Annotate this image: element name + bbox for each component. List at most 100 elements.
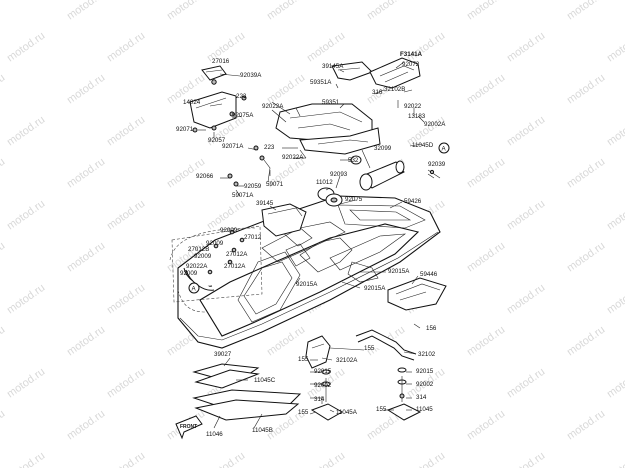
svg-text:A: A	[192, 286, 197, 293]
watermark-text: motod.ru	[65, 72, 107, 107]
cap-part-27016	[201, 65, 227, 85]
part-label: 11045	[416, 406, 433, 413]
part-label: 92039A	[240, 72, 262, 79]
pole-handle-part	[331, 57, 421, 89]
watermark-text: motod.ru	[505, 450, 547, 468]
watermark-text: motod.ru	[465, 324, 507, 359]
part-label: 92059	[244, 183, 262, 190]
part-label: 11045B	[252, 427, 273, 434]
part-label: 92075	[345, 196, 363, 203]
watermark-text: motod.ru	[0, 408, 7, 443]
part-label: 92002	[314, 382, 332, 389]
part-label: 27012A	[224, 263, 246, 270]
watermark-text: motod.ru	[105, 198, 147, 233]
post-32102a	[305, 335, 331, 369]
part-label: 27012B	[188, 246, 209, 253]
watermark-text: motod.ru	[605, 450, 625, 468]
part-labels: 2701692039A1402422392075A920719205739145…	[176, 58, 446, 438]
watermark-text: motod.ru	[605, 282, 625, 317]
part-label: 13183	[408, 113, 426, 120]
watermark-text: motod.ru	[65, 0, 107, 22]
part-label: 59351A	[310, 79, 332, 86]
svg-text:FRONT: FRONT	[180, 424, 197, 430]
watermark-text: motod.ru	[565, 72, 607, 107]
watermark-text: motod.ru	[5, 198, 47, 233]
watermark-text: motod.ru	[505, 366, 547, 401]
part-label: 32099	[374, 145, 392, 152]
part-label: 27016	[212, 58, 230, 65]
watermark-text: motod.ru	[305, 30, 347, 65]
watermark-text: motod.ru	[505, 114, 547, 149]
svg-text:A: A	[442, 146, 447, 153]
watermark-text: motod.ru	[5, 366, 47, 401]
part-label: 92009	[180, 270, 198, 277]
part-label: 314	[314, 396, 325, 403]
part-label: 92002A	[424, 121, 446, 128]
part-label: 92002	[416, 381, 434, 388]
watermark-text: motod.ru	[265, 324, 307, 359]
plate-59446	[387, 277, 447, 311]
part-label: 59446	[420, 271, 438, 278]
watermark-text: motod.ru	[105, 114, 147, 149]
callout-a-top: A	[427, 142, 450, 179]
tube-32099	[359, 160, 405, 191]
part-label: 11045A	[336, 409, 358, 416]
part-label: 92057	[208, 137, 226, 144]
part-label: 27012	[244, 234, 262, 241]
bumper-rails	[192, 363, 302, 421]
watermark-text: motod.ru	[565, 156, 607, 191]
watermark-text: motod.ru	[65, 408, 107, 443]
watermark-text: motod.ru	[565, 0, 607, 22]
watermark-text: motod.ru	[465, 240, 507, 275]
part-label: 92039	[428, 161, 446, 168]
part-label: 11046	[206, 431, 223, 438]
watermark-text: motod.ru	[65, 156, 107, 191]
part-label: 92015	[314, 368, 332, 375]
part-label: 92071	[176, 126, 194, 133]
part-label: 11012	[316, 179, 333, 186]
fitting-11012	[317, 187, 343, 207]
part-label: 92022A	[262, 103, 284, 110]
watermark-text: motod.ru	[265, 72, 307, 107]
part-label: 39145A	[322, 63, 344, 70]
part-label: 59071A	[232, 192, 254, 199]
part-label: 532	[348, 157, 359, 164]
bracket-14024	[189, 91, 237, 131]
hardware-stack-right	[386, 367, 422, 421]
mounting-kit-subassembly: A	[171, 225, 263, 303]
watermark-text: motod.ru	[5, 30, 47, 65]
watermark-text: motod.ru	[465, 72, 507, 107]
watermark-text: motod.ru	[5, 114, 47, 149]
part-label: 92093	[330, 171, 348, 178]
watermark-text: motod.ru	[605, 114, 625, 149]
part-label: 155	[364, 345, 375, 352]
part-label: 32102	[418, 351, 436, 358]
watermark-text: motod.ru	[105, 450, 147, 468]
part-label: 92071A	[222, 143, 244, 150]
part-label: 59071	[266, 181, 284, 188]
watermark-text: motod.ru	[505, 30, 547, 65]
part-label: 92072	[402, 61, 420, 68]
watermark-text: motod.ru	[0, 72, 7, 107]
part-label: 92009	[220, 227, 238, 234]
part-label: 32102B	[384, 86, 405, 93]
part-label: 92022A	[186, 263, 208, 270]
part-label: 156	[426, 325, 437, 332]
hardware-stack-left	[310, 369, 344, 421]
watermark-text: motod.ru	[465, 156, 507, 191]
leader-lines	[198, 61, 435, 429]
part-label: 92009	[206, 240, 224, 247]
handle-bar-32102	[355, 329, 417, 361]
watermark-text: motod.ru	[565, 240, 607, 275]
diagram-reference: F3141A	[400, 51, 423, 58]
watermark-text: motod.ru	[205, 450, 247, 468]
watermark-text: motod.ru	[405, 30, 447, 65]
part-label: 92015A	[296, 281, 318, 288]
part-label: 92066	[196, 173, 214, 180]
watermark-text: motod.ru	[265, 0, 307, 22]
watermark-text: motod.ru	[65, 240, 107, 275]
watermark-text: motod.ru	[505, 282, 547, 317]
part-label: 316	[372, 89, 383, 96]
watermark-text: motod.ru	[565, 324, 607, 359]
